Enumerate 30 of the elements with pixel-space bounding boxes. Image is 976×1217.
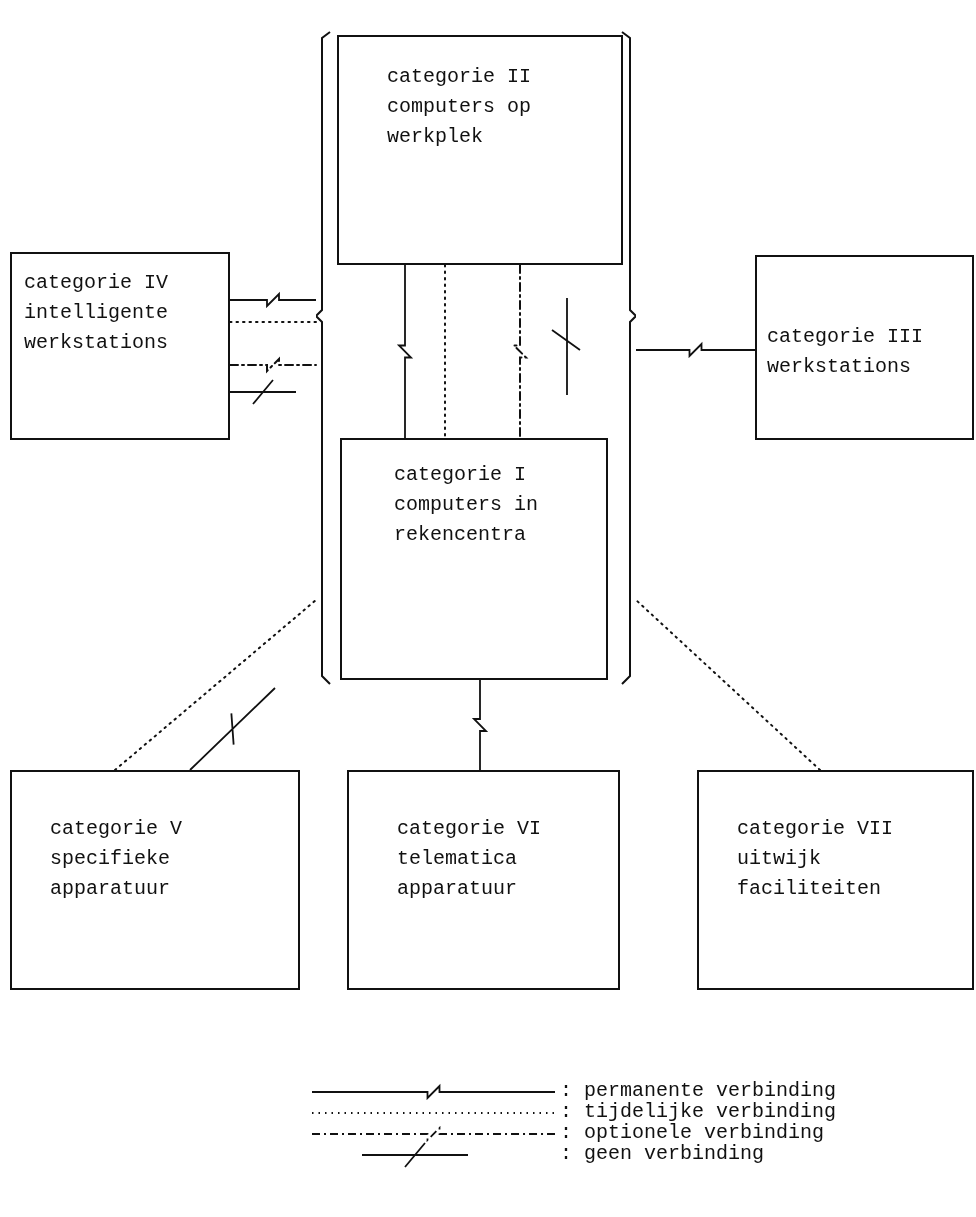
connection-line bbox=[635, 599, 821, 771]
connection-line bbox=[635, 341, 756, 359]
category-label: categorie VI telematica apparatuur bbox=[397, 816, 543, 902]
connection-line bbox=[444, 264, 446, 439]
category-box bbox=[10, 770, 300, 990]
category-label: categorie II computers op werkplek bbox=[387, 64, 533, 150]
connection-line bbox=[396, 264, 414, 439]
connection-line bbox=[229, 356, 317, 374]
legend-text: : tijdelijke verbinding bbox=[560, 1101, 837, 1123]
category-label: categorie VII uitwijk faciliteiten bbox=[737, 816, 893, 902]
legend-text: : geen verbinding bbox=[560, 1143, 765, 1165]
connection-line bbox=[114, 599, 317, 771]
legend-text: : optionele verbinding bbox=[560, 1122, 825, 1144]
category-box bbox=[755, 255, 974, 440]
category-box bbox=[347, 770, 620, 990]
category-box bbox=[337, 35, 623, 265]
connection-line bbox=[229, 321, 317, 323]
connection-line bbox=[229, 291, 317, 309]
connection-line bbox=[189, 687, 276, 771]
category-box bbox=[697, 770, 974, 990]
category-label: categorie IV intelligente werkstations bbox=[24, 270, 170, 356]
category-label: categorie V specifieke apparatuur bbox=[50, 816, 184, 902]
legend-text: : permanente verbinding bbox=[560, 1080, 837, 1102]
connection-line bbox=[229, 379, 297, 405]
connection-line bbox=[471, 679, 489, 771]
connection-line bbox=[511, 264, 529, 439]
category-label: categorie III werkstations bbox=[767, 324, 923, 380]
category-box bbox=[10, 252, 230, 440]
category-box bbox=[340, 438, 608, 680]
category-label: categorie I computers in rekencentra bbox=[394, 462, 540, 548]
